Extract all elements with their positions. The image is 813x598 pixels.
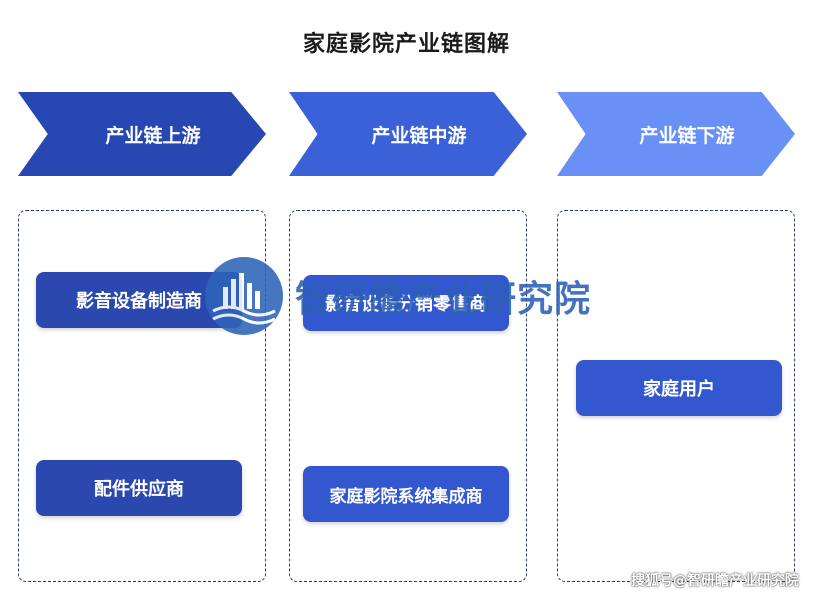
stage-midstream-arrow: 产业链中游 <box>289 92 527 176</box>
node-label: 影音设备制造商 <box>76 291 202 312</box>
midstream-node: 家庭影院系统集成商 <box>303 466 509 522</box>
downstream-panel <box>557 210 795 582</box>
upstream-panel <box>18 210 266 582</box>
watermark-logo-icon <box>205 257 283 335</box>
stage-midstream-label: 产业链中游 <box>371 124 467 147</box>
stage-upstream-arrow: 产业链上游 <box>18 92 266 176</box>
watermark: 智研瞻产业研究院 <box>205 256 591 336</box>
watermark-text: 智研瞻产业研究院 <box>295 279 592 320</box>
downstream-node: 家庭用户 <box>576 360 782 416</box>
node-label: 配件供应商 <box>94 479 184 500</box>
node-label: 影音设备分销零售商 <box>325 294 487 315</box>
midstream-node: 影音设备分销零售商 <box>303 275 509 331</box>
node-label: 家庭影院系统集成商 <box>329 486 483 507</box>
stage-downstream-arrow: 产业链下游 <box>557 92 795 176</box>
node-label: 家庭用户 <box>643 379 715 400</box>
page-title: 家庭影院产业链图解 <box>302 32 510 57</box>
stage-downstream-label: 产业链下游 <box>639 124 735 147</box>
stage-upstream-label: 产业链上游 <box>105 124 201 147</box>
upstream-node: 配件供应商 <box>36 460 242 516</box>
source-credit: 搜狐号@智研瞻产业研究院 <box>631 573 799 589</box>
midstream-panel <box>289 210 527 582</box>
